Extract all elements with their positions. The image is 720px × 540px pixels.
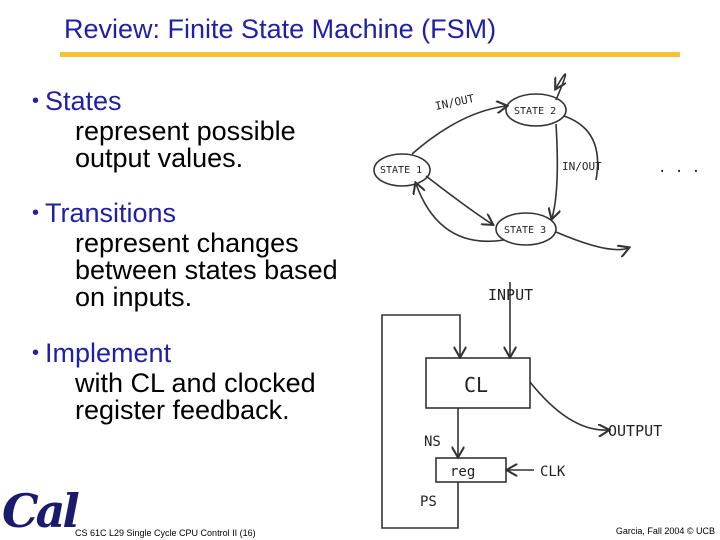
bullet-head-states: States — [45, 86, 122, 116]
bullet-body-transitions: represent changes between states based o… — [75, 228, 338, 312]
fsm-diagram: IN/OUT STATE 1 STATE 2 STATE 3 IN/OUT . … — [373, 73, 700, 529]
footer-course: CS 61C L29 Single Cycle CPU Control II (… — [75, 528, 256, 538]
bullet-dot-icon: • — [32, 342, 40, 364]
ps-feedback-wire — [381, 314, 460, 529]
bullet-implement: •Implement with CL and clocked register … — [32, 340, 332, 424]
bullet-transitions: •Transitions represent changes between s… — [32, 200, 362, 311]
transition-2-3 — [552, 123, 557, 218]
state1-bubble — [373, 153, 431, 187]
label-ns: NS — [424, 434, 441, 450]
transition-1-2 — [411, 106, 506, 155]
transition-1-3 — [425, 175, 492, 224]
bullet-states: •States represent possible output values… — [32, 88, 362, 172]
label-output: OUTPUT — [608, 422, 662, 440]
footer-credit: Garcia, Fall 2004 © UCB — [615, 526, 715, 536]
bullet-body-implement: with CL and clocked register feedback. — [75, 368, 316, 425]
self-loop-state2 — [556, 73, 566, 101]
output-wire — [529, 381, 608, 430]
cal-logo: Cal — [2, 484, 80, 538]
label-state2: STATE 2 — [514, 106, 556, 117]
label-in-out-top: IN/OUT — [434, 92, 476, 113]
title-underline — [60, 52, 680, 57]
bullet-head-implement: Implement — [45, 338, 172, 368]
label-ps: PS — [420, 494, 437, 510]
state3-bubble — [495, 212, 557, 246]
label-in-out-right: IN/OUT — [562, 160, 602, 173]
slide-title: Review: Finite State Machine (FSM) — [64, 14, 497, 44]
label-state1: STATE 1 — [380, 165, 422, 176]
bullet-body-states: represent possible output values. — [75, 116, 296, 173]
transition-3-out — [555, 231, 628, 250]
label-clk: CLK — [540, 464, 566, 480]
label-cl: CL — [464, 373, 488, 397]
label-ellipsis: . . . — [658, 160, 700, 176]
bullet-head-transitions: Transitions — [45, 198, 177, 228]
bullet-dot-icon: • — [32, 202, 40, 224]
bullet-dot-icon: • — [32, 90, 40, 112]
label-state3: STATE 3 — [504, 225, 546, 236]
label-input: INPUT — [488, 286, 533, 304]
label-reg: reg — [450, 464, 475, 480]
transition-2-right — [563, 115, 599, 181]
transition-3-1 — [416, 184, 505, 243]
